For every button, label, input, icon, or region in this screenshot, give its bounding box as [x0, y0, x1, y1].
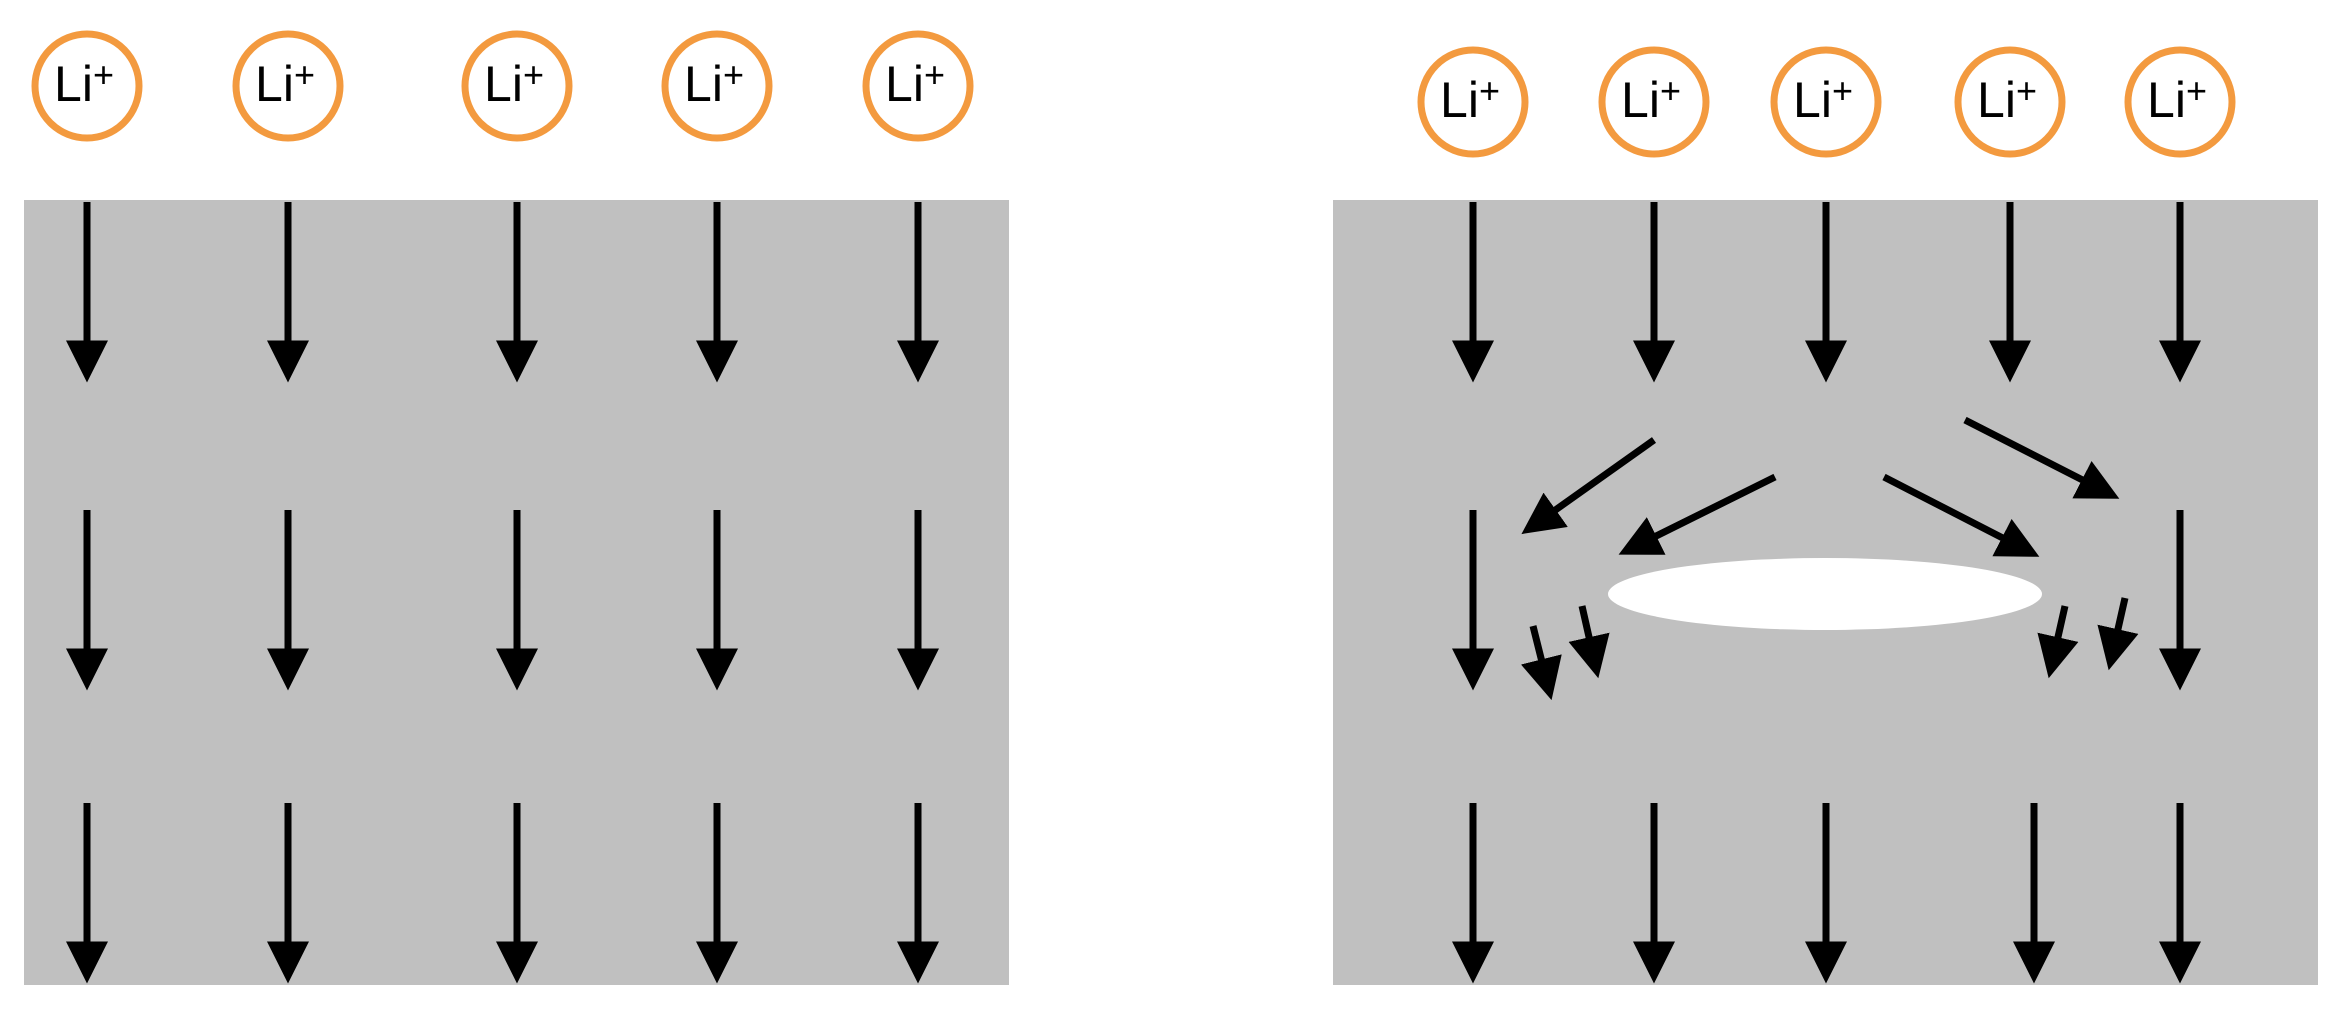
li-ion-2: Li+ [232, 30, 344, 142]
ion-label: Li+ [1440, 70, 1500, 128]
flux-arrow-small [1568, 605, 1610, 679]
li-ion-1: Li+ [1417, 46, 1529, 158]
li-ion-2: Li+ [1598, 46, 1710, 158]
li-ion-3: Li+ [461, 30, 573, 142]
li-ion-5: Li+ [862, 30, 974, 142]
ion-ring [661, 30, 773, 142]
ion-row-right: Li+ Li+ Li+ Li+ Li+ [1417, 46, 2236, 158]
li-ion-4: Li+ [1954, 46, 2066, 158]
ion-ring [2124, 46, 2236, 158]
ion-label: Li+ [2147, 70, 2207, 128]
arrow-field-left [66, 202, 939, 984]
pore-obstacle [1608, 558, 2042, 630]
ion-ring [1954, 46, 2066, 158]
flux-arrow-small [2097, 597, 2139, 671]
flux-arrow-small [2037, 605, 2079, 679]
ion-label: Li+ [54, 54, 114, 112]
ion-label: Li+ [1793, 70, 1853, 128]
li-ion-5: Li+ [2124, 46, 2236, 158]
flux-arrow-diverted [1521, 437, 1657, 535]
li-ion-3: Li+ [1770, 46, 1882, 158]
ion-ring [1417, 46, 1529, 158]
ion-ring [1770, 46, 1882, 158]
flux-arrow-small [1520, 625, 1562, 701]
ion-ring [1598, 46, 1710, 158]
ion-label: Li+ [684, 54, 744, 112]
ion-ring [862, 30, 974, 142]
flux-arrow-diverted [1963, 416, 2120, 499]
ion-label: Li+ [484, 54, 544, 112]
flux-arrow-diverted [1882, 473, 2040, 557]
ion-label: Li+ [1621, 70, 1681, 128]
arrow-field-right [1452, 202, 2201, 984]
flux-arrow-diverted [1618, 473, 1777, 555]
ion-label: Li+ [255, 54, 315, 112]
ion-ring [232, 30, 344, 142]
ion-ring [31, 30, 143, 142]
ion-label: Li+ [885, 54, 945, 112]
ion-label: Li+ [1977, 70, 2037, 128]
li-ion-1: Li+ [31, 30, 143, 142]
ion-ring [461, 30, 573, 142]
panel-uniform-flux: Li+ Li+ Li+ Li+ Li+ [24, 30, 1009, 985]
ion-row-left: Li+ Li+ Li+ Li+ Li+ [31, 30, 974, 142]
li-ion-4: Li+ [661, 30, 773, 142]
panel-obstructed-flux: Li+ Li+ Li+ Li+ Li+ [1333, 46, 2318, 985]
